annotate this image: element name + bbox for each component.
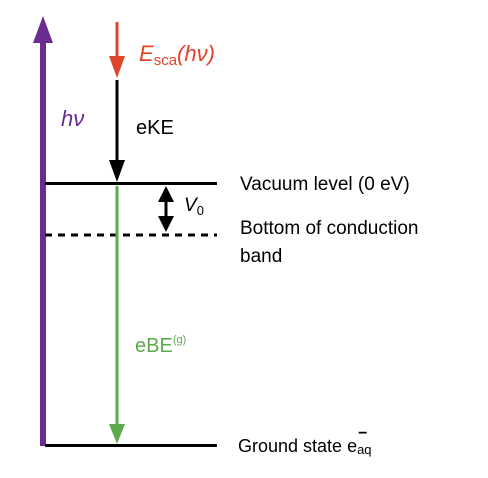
ground-state-label: Ground state e−aq <box>238 426 375 457</box>
v0-symbol: V <box>184 195 197 216</box>
v0-arrow-head-up <box>158 186 174 202</box>
be-arrow-head <box>109 424 125 444</box>
be-superscript: (g) <box>172 334 187 346</box>
photon-arrow-head <box>33 16 53 43</box>
be-label: eBE(g) <box>135 334 187 357</box>
vacuum-level-label: Vacuum level (0 eV) <box>240 174 410 195</box>
v0-label: V0 <box>184 195 204 218</box>
be-text: eBE <box>135 335 173 357</box>
scattered-symbol: E <box>139 41 154 66</box>
v0-subscript: 0 <box>196 203 204 218</box>
photon-label: hν <box>61 106 85 131</box>
ke-arrow-head <box>109 160 125 182</box>
scattered-arrow-head <box>109 56 125 78</box>
scattered-subscript: sca <box>153 52 178 69</box>
ground-text: Ground state e <box>238 436 358 456</box>
v0-arrow-head-down <box>158 216 174 232</box>
ke-label: eKE <box>136 117 174 139</box>
ground-subscript: aq <box>357 442 372 457</box>
scattered-arg: (hν) <box>177 41 215 66</box>
ground-superscript: − <box>358 425 368 442</box>
conduction-band-label-line2: band <box>240 246 283 267</box>
conduction-band-label-line1: Bottom of conduction <box>240 218 419 239</box>
scattered-label: Esca(hν) <box>139 41 215 69</box>
